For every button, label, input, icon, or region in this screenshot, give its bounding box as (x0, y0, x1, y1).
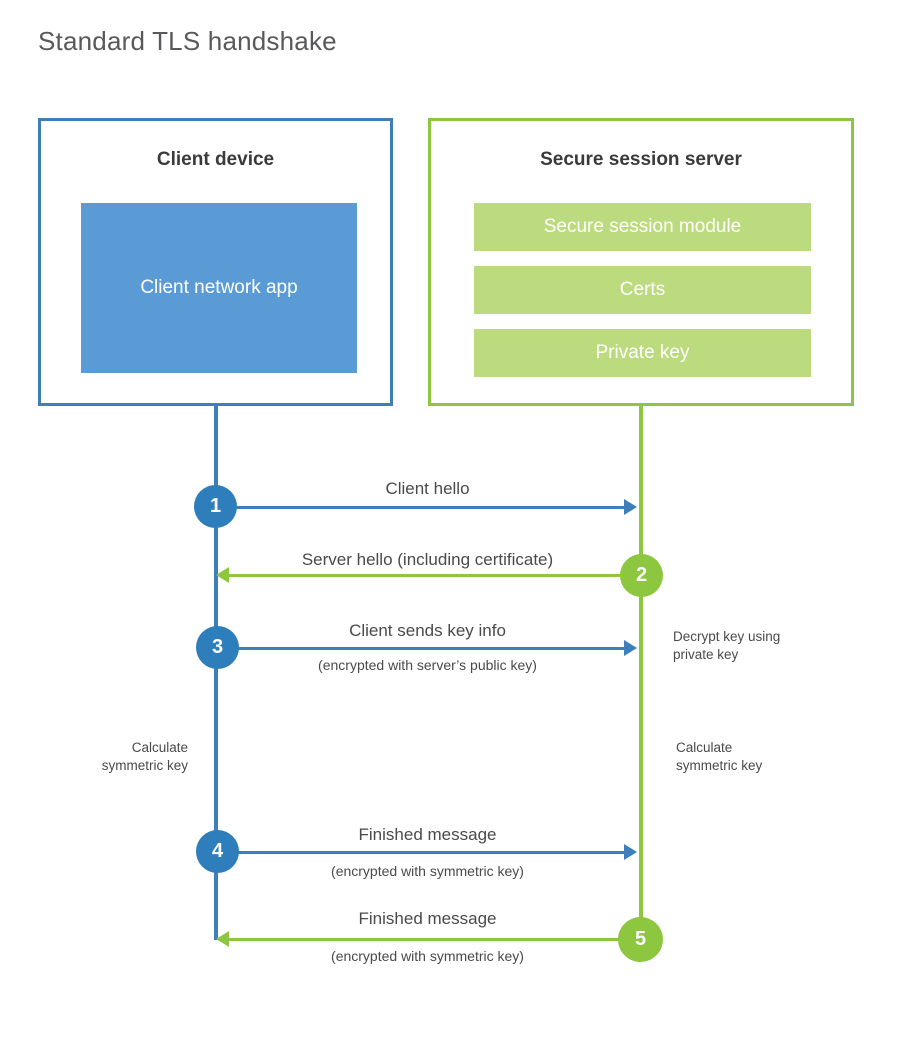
step-4-arrow-head-icon (624, 844, 637, 860)
server-component-certs: Certs (474, 266, 811, 314)
step-1-arrow-head-icon (624, 499, 637, 515)
step-3-label: Client sends key info (349, 621, 506, 640)
step-3-arrow-head-icon (624, 640, 637, 656)
secure-session-server-box: Secure session server Secure session mod… (428, 118, 854, 406)
server-component-secure-session-module: Secure session module (474, 203, 811, 251)
client-lifeline (214, 406, 218, 940)
page-title: Standard TLS handshake (38, 26, 337, 56)
step-4-sublabel: (encrypted with symmetric key) (331, 863, 524, 879)
step-5-marker: 5 (618, 917, 663, 962)
step-3-arrow-line (216, 647, 626, 650)
note-decrypt-key: Decrypt key using private key (673, 629, 781, 663)
client-device-box: Client device Client network app (38, 118, 393, 406)
client-device-title: Client device (156, 149, 275, 170)
step-5-label: Finished message (358, 909, 497, 928)
step-5-arrow-head-icon (216, 931, 229, 947)
server-component-private-key: Private key (474, 329, 811, 377)
step-1-marker: 1 (194, 485, 237, 528)
step-2-arrow-line (229, 574, 641, 577)
step-1-label: Client hello (385, 479, 470, 498)
step-2-arrow-head-icon (216, 567, 229, 583)
step-4-arrow-line (216, 851, 626, 854)
step-3-sublabel: (encrypted with server’s public key) (318, 657, 537, 673)
step-5-sublabel: (encrypted with symmetric key) (331, 948, 524, 964)
client-network-app-block: Client network app (81, 203, 357, 373)
step-2-marker: 2 (620, 554, 663, 597)
note-server-calculate-symmetric-key: Calculate symmetric key (676, 740, 763, 774)
step-4-label: Finished message (358, 825, 497, 844)
server-lifeline (639, 406, 643, 939)
step-4-marker: 4 (196, 830, 239, 873)
step-2-label: Server hello (including certificate) (301, 550, 554, 569)
step-5-arrow-line (229, 938, 641, 941)
secure-session-server-title: Secure session server (540, 149, 742, 170)
step-3-marker: 3 (196, 626, 239, 669)
step-1-arrow-line (216, 506, 626, 509)
note-client-calculate-symmetric-key: Calculate symmetric key (101, 740, 188, 774)
